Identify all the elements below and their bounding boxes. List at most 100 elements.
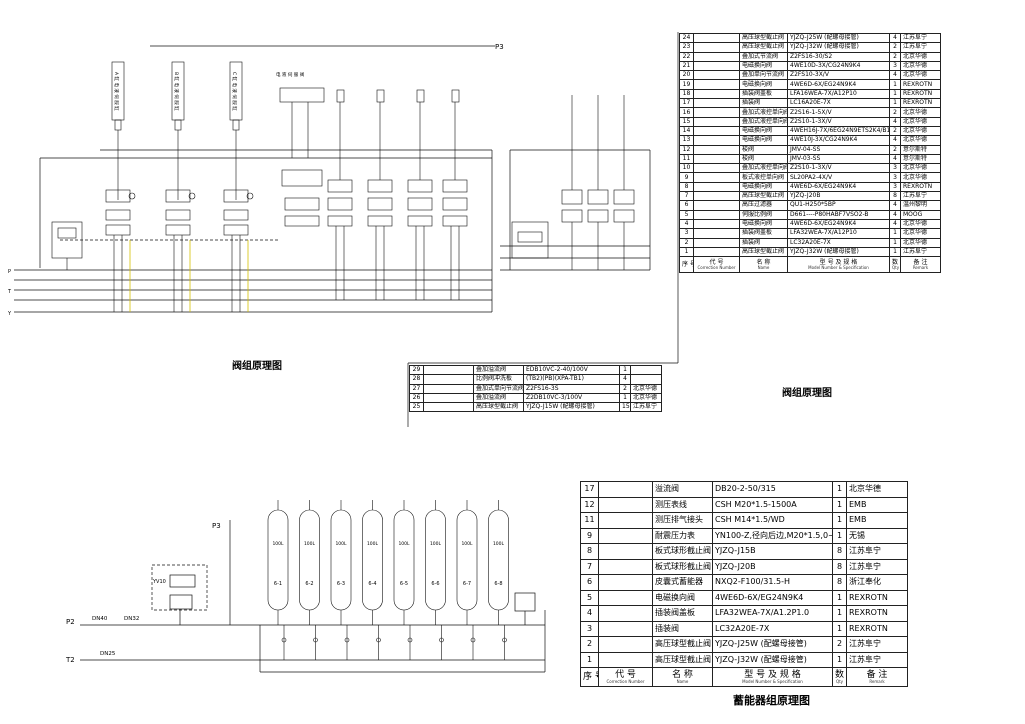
header-qty-text: 数 量 <box>892 259 900 267</box>
cell-no-text: 6 <box>684 201 689 209</box>
cell-qty-text: 1 <box>836 499 843 509</box>
cell-no-text: 8 <box>684 182 689 190</box>
cylinder-rod <box>174 119 182 131</box>
cell-qty: 4 <box>889 153 901 165</box>
cell-remark-text: 江苏阜宁 <box>849 639 881 649</box>
cell-code <box>423 383 474 394</box>
cell-remark-text: REXROTN <box>903 80 933 88</box>
cell-code <box>693 107 740 118</box>
cell-model: NXQ2-F100/31.5-H <box>712 574 833 591</box>
cell-no-text: 17 <box>682 99 691 107</box>
cell-model: D661----P80HABF7VSO2-B <box>787 209 890 220</box>
cell-model: 4WE6D-6X/EG24N9K4 <box>787 218 890 230</box>
cell-model-text: QU1-H250*5BP <box>790 201 836 209</box>
check-valve <box>613 189 635 205</box>
header-name-subtext: Name <box>676 678 689 684</box>
directional-valve <box>587 209 609 223</box>
cell-no-text: 22 <box>682 52 691 60</box>
cell-model-text: Z2DB10VC-3/100V <box>526 394 583 402</box>
label-yv10: YV10 <box>152 579 166 585</box>
cell-name: 测压表线 <box>652 496 713 513</box>
cell-remark: 北京华德 <box>630 392 662 404</box>
tank-id-label: 6-2 <box>305 581 313 587</box>
cell-no: 19 <box>679 79 694 90</box>
cell-code <box>423 402 474 413</box>
cell-remark: REXROTN <box>846 589 908 606</box>
cell-remark: 北京华德 <box>900 228 941 239</box>
cell-qty: 1 <box>832 651 847 668</box>
cell-model: LFA16WEA-7X/A12P10 <box>787 88 890 100</box>
cell-model-text: LFA32WEA-7X/A12P10 <box>790 229 857 237</box>
cell-remark: 北京华德 <box>900 51 941 62</box>
cell-name: 电磁换向阀 <box>739 60 788 72</box>
cell-no-text: 27 <box>412 384 421 392</box>
header-code-subtext: Correction Number <box>606 678 645 684</box>
cell-code <box>598 527 653 544</box>
pressure-gauge <box>128 192 136 200</box>
cell-qty: 1 <box>832 512 847 529</box>
stop-valve <box>344 637 350 643</box>
cell-qty: 4 <box>889 70 901 81</box>
cell-name-text: 插装阀盖板 <box>655 608 695 618</box>
cell-remark: 江苏阜宁 <box>900 32 941 44</box>
cell-name-text: 测压表线 <box>655 499 687 509</box>
cell-code <box>693 88 740 100</box>
cell-qty: 1 <box>889 79 901 90</box>
cell-name-text: 叠加式节流阀 <box>742 52 779 60</box>
cell-model: JMV-03-SS <box>787 153 890 165</box>
directional-valve <box>517 231 543 243</box>
cell-code <box>598 651 653 668</box>
label-dn40: DN40 <box>92 616 108 622</box>
cell-qty: 4 <box>889 135 901 146</box>
cell-qty: 1 <box>832 527 847 544</box>
cell-no: 1 <box>679 246 694 258</box>
cell-name-text: 电磁换向阀 <box>742 80 773 88</box>
cell-remark: 江苏阜宁 <box>846 558 908 575</box>
cell-name-text: 高压球型截止阀 <box>655 639 711 649</box>
cell-qty-text: 4 <box>893 155 897 162</box>
caption-valve-group-left: 阀组原理图 <box>232 361 282 372</box>
cell-model: 4WE6D-6X/EG24N9K4 <box>712 589 833 606</box>
cell-remark: 江苏阜宁 <box>900 42 941 53</box>
cell-qty: 1 <box>832 589 847 606</box>
cell-name: 插装阀盖板 <box>739 88 788 100</box>
tank-id-label: 6-4 <box>368 581 376 587</box>
cell-name-text: 电磁换向阀 <box>742 136 773 144</box>
cell-name: 伺服比例阀 <box>739 209 788 220</box>
cell-remark: 北京华德 <box>900 218 941 230</box>
cell-remark: REXROTN <box>846 605 908 622</box>
cell-qty-text: 1 <box>836 654 843 664</box>
directional-valve <box>327 179 353 193</box>
cell-no: 12 <box>580 496 599 513</box>
cell-no-text: 11 <box>584 515 595 525</box>
cell-name: 高压球型截止阀 <box>652 651 713 668</box>
check-valve <box>223 224 249 236</box>
cell-qty: 1 <box>619 364 631 376</box>
cell-name: 电磁换向阀 <box>739 135 788 146</box>
accumulator-tank <box>299 509 320 611</box>
cell-name: 皮囊式蓄能器 <box>652 574 713 591</box>
cell-code <box>693 153 740 165</box>
cell-no-text: 19 <box>682 80 691 88</box>
cell-name: 高压过滤器 <box>739 200 788 211</box>
cell-no: 9 <box>679 172 694 183</box>
cell-name-text: 叠加溢流阀 <box>476 366 507 374</box>
cell-remark: 北京华德 <box>900 116 941 127</box>
cell-no-text: 9 <box>684 173 689 181</box>
cell-no: 2 <box>679 237 694 248</box>
servo-valve <box>105 189 131 203</box>
cell-code <box>423 392 474 404</box>
cell-name-text: 伺服比例阀 <box>742 210 773 218</box>
cell-no: 4 <box>580 605 599 622</box>
